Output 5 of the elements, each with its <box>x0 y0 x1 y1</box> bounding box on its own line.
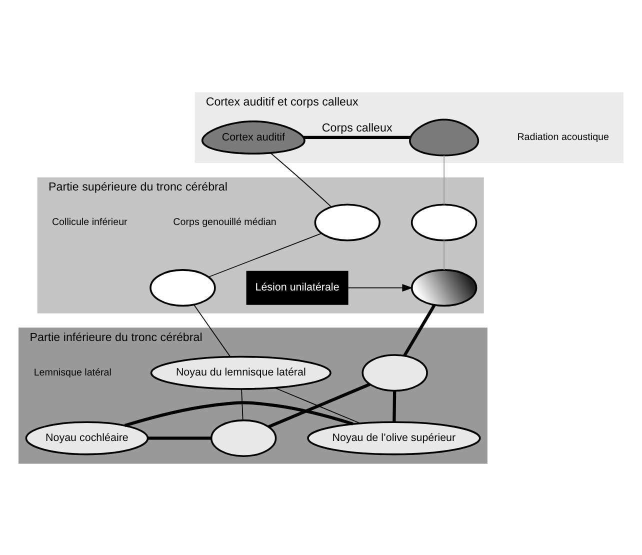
label: Radiation acoustique <box>517 131 609 142</box>
label: Collicule inférieur <box>52 216 128 228</box>
label: Corps genouillé médian <box>173 216 276 228</box>
edge-label: Corps calleux <box>322 121 392 134</box>
label: Lemnisque latéral <box>34 366 112 378</box>
